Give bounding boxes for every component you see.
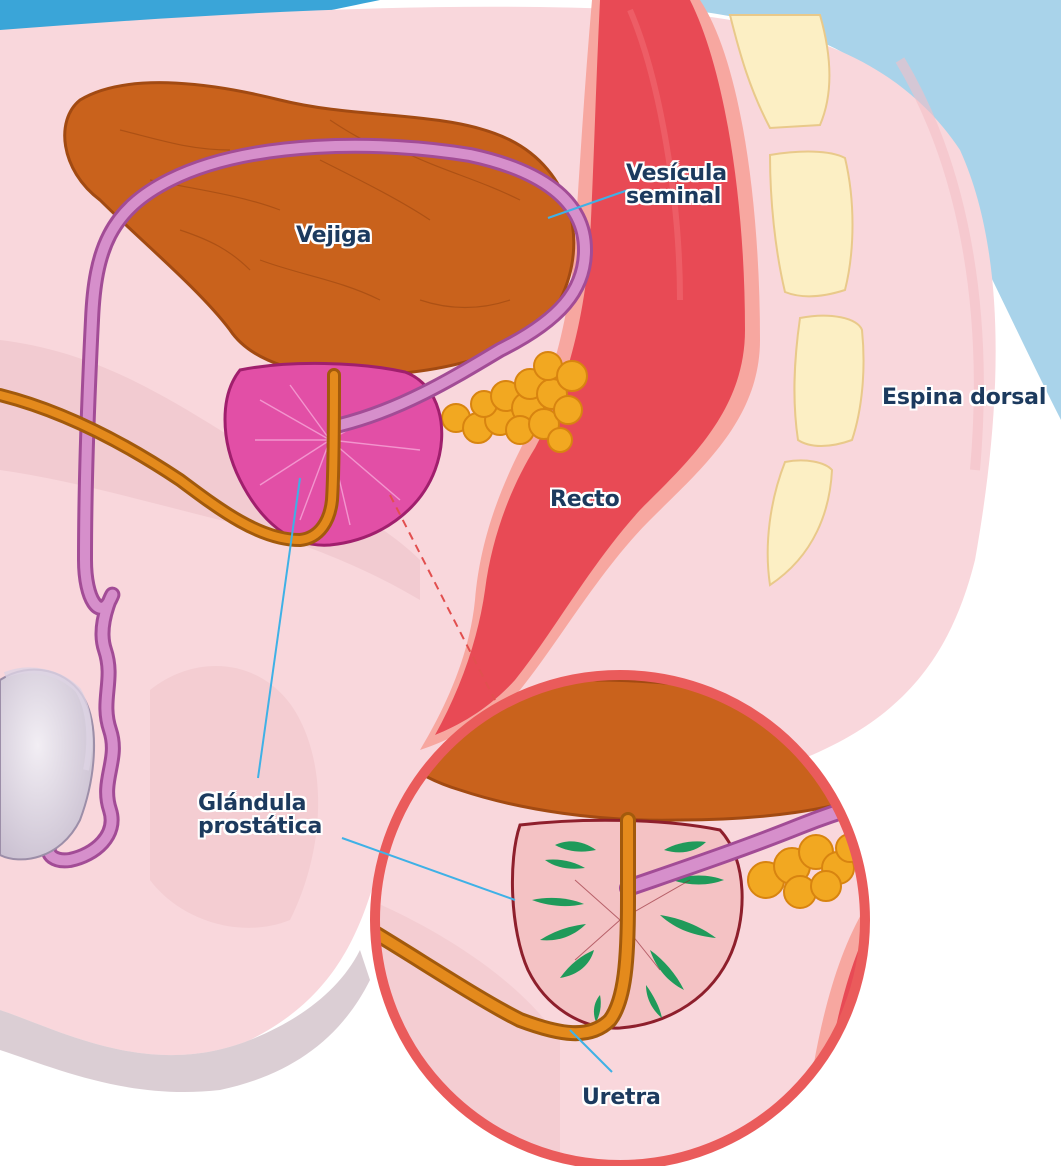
label-vejiga: Vejiga	[296, 224, 371, 247]
label-glandula-line2: prostática	[198, 815, 322, 838]
label-glandula-prostatica: Glándula prostática	[198, 792, 322, 838]
label-vesicula-line1: Vesícula	[626, 162, 727, 185]
label-uretra: Uretra	[582, 1086, 661, 1109]
label-vesicula-line2: seminal	[626, 185, 727, 208]
label-espina-dorsal: Espina dorsal	[882, 386, 1046, 409]
label-recto: Recto	[550, 488, 620, 511]
label-glandula-line1: Glándula	[198, 792, 322, 815]
label-vesicula-seminal: Vesícula seminal	[626, 162, 727, 208]
